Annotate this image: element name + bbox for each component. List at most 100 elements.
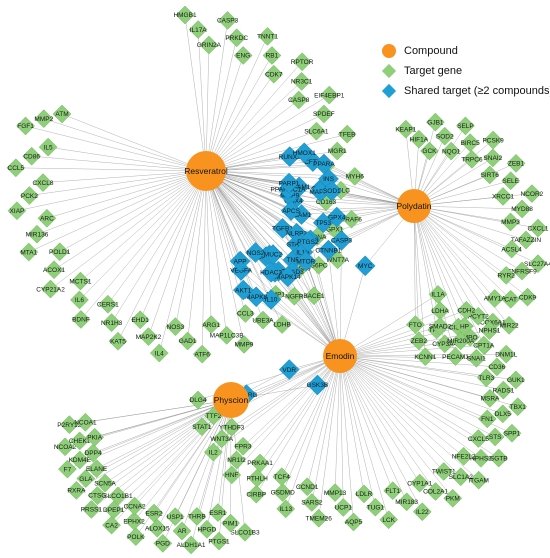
gene-bdnf-marker bbox=[71, 310, 91, 329]
gene-rptor-marker bbox=[292, 52, 312, 72]
edge-phy-pkia bbox=[94, 399, 232, 438]
gene-pgd-label: PGD bbox=[156, 541, 170, 548]
edge-emo-ldlr bbox=[339, 355, 365, 494]
gene-esr1-marker bbox=[208, 503, 228, 522]
gene-kdm4e-label: KDM4E bbox=[69, 457, 92, 464]
gene-mir200a-marker bbox=[451, 331, 471, 351]
gene-ldhb: LDHB bbox=[272, 315, 292, 334]
edge-emo-sts bbox=[339, 355, 496, 438]
legend-shared-target-label: Shared target (≥2 compounds) bbox=[404, 85, 550, 97]
gene-nfe2l2-label: NFE2L2 bbox=[452, 454, 476, 461]
edge-res-atm bbox=[61, 113, 207, 172]
gene-thrb: THRB bbox=[187, 507, 207, 526]
edge-emo-il22 bbox=[339, 355, 423, 512]
gene-mir22-label: MIR22 bbox=[499, 323, 519, 330]
gene-mmp9-label: MMP9 bbox=[235, 342, 254, 349]
gene-il2-label: IL2 bbox=[209, 449, 218, 456]
gene-xrcc1: XRCC1 bbox=[492, 187, 514, 206]
gene-ehd1-marker bbox=[130, 310, 150, 330]
shared-target-app-label: APP bbox=[234, 258, 247, 265]
gene-slc27a4: SLC27A4 bbox=[524, 254, 550, 274]
edge-emo-hnf bbox=[231, 355, 341, 476]
gene-il13: IL13 bbox=[276, 499, 296, 519]
shared-target-app: APP bbox=[229, 250, 251, 272]
gene-kdm4e: KDM4E bbox=[69, 450, 92, 470]
gene-rads1: RADS1 bbox=[493, 380, 515, 400]
edge-res-hmgb1 bbox=[184, 14, 207, 172]
gene-mcts1-marker bbox=[71, 271, 90, 291]
gene-il1a-marker bbox=[428, 284, 448, 304]
gene-col2a1-marker bbox=[426, 482, 445, 501]
gene-keap1: KEAP1 bbox=[395, 119, 417, 139]
gene-pgd-marker bbox=[153, 534, 173, 553]
gene-cd36-label: CD36 bbox=[489, 364, 506, 371]
shared-target-ptgs2-label: PTGS2 bbox=[297, 239, 319, 246]
gene-ephx2: EPHX2 bbox=[123, 511, 145, 531]
gene-cers1-marker bbox=[98, 294, 118, 314]
gene-casp8-label: CASP8 bbox=[288, 97, 310, 104]
edge-shared-hdac3-emo bbox=[270, 272, 341, 357]
gene-cirbp-marker bbox=[246, 484, 266, 504]
gene-il6: IL6 bbox=[70, 290, 89, 310]
gene-twist1-label: TWIST1 bbox=[432, 469, 456, 476]
shared-target-il10-label: IL10 bbox=[265, 297, 278, 304]
gene-kat5: KAT5 bbox=[108, 331, 128, 351]
shared-target-hmox1: HMOX1 bbox=[293, 142, 317, 164]
gene-il4: IL4 bbox=[149, 343, 169, 363]
gene-wnt3a: WNT3A bbox=[210, 429, 234, 449]
edge-pol-kcnn1 bbox=[413, 205, 426, 357]
gene-sars2-marker bbox=[302, 493, 322, 512]
gene-f7: F7 bbox=[58, 459, 77, 479]
shared-target-akt1-marker bbox=[232, 279, 254, 301]
edge-res-il6 bbox=[79, 170, 207, 301]
gene-tlr3-marker bbox=[476, 368, 496, 388]
gene-fn1-label: FN1 bbox=[481, 416, 494, 423]
gene-arc-marker bbox=[37, 208, 57, 228]
shared-target-hmox1-label: HMOX1 bbox=[293, 150, 317, 157]
edge-emo-gsdmd bbox=[282, 355, 341, 493]
gene-cpt1a-label: CPT1A bbox=[473, 342, 495, 349]
gene-scn5a-label: SCN5A bbox=[94, 480, 116, 487]
gene-mmp13-marker bbox=[325, 483, 345, 502]
compound-emodin-label: Emodin bbox=[326, 351, 355, 361]
gene-cirbp: CIRBP bbox=[246, 484, 266, 504]
edge-phy-hpgd bbox=[206, 399, 232, 530]
gene-cyp3a4-marker bbox=[435, 334, 455, 354]
gene-wnt3a-marker bbox=[212, 429, 232, 449]
gene-bace1: BACE1 bbox=[303, 286, 325, 306]
gene-keap1-marker bbox=[396, 119, 416, 139]
gene-pcsk9-label: PCSK9 bbox=[482, 137, 504, 144]
gene-stat1: STAT1 bbox=[192, 417, 212, 437]
gene-birc5-label: BIRC5 bbox=[461, 140, 481, 147]
edge-emo-prkaa1 bbox=[259, 355, 341, 464]
gene-nphs1-label: NPHS1 bbox=[479, 328, 501, 335]
gene-cxcl8-label: CXCL8 bbox=[33, 180, 54, 187]
shared-target-mtor-marker bbox=[295, 250, 317, 272]
edge-res-acox1 bbox=[53, 170, 207, 270]
gene-ncoa2: NCOA2 bbox=[54, 437, 77, 457]
gene-dpp4-label: DPP4 bbox=[85, 450, 102, 457]
gene-cers1: CERS1 bbox=[97, 294, 119, 314]
gene-fgf1: FGF1 bbox=[16, 116, 35, 136]
shared-target-hdac3-label: HDAC3 bbox=[260, 270, 282, 277]
gene-sars2-label: SARS2 bbox=[301, 500, 323, 507]
edge-pol-cox6a1 bbox=[413, 205, 494, 323]
edge-pol-cat bbox=[413, 205, 511, 300]
edge-res-mta1 bbox=[28, 170, 207, 253]
gene-dlg4-marker bbox=[188, 390, 208, 410]
shared-target-nos2-label: NOS2 bbox=[247, 250, 265, 257]
gene-gsdmd-label: GSDMD bbox=[271, 490, 296, 497]
gene-esr1-label: ESR1 bbox=[209, 510, 226, 517]
edge-res-map1lc3b bbox=[205, 170, 227, 336]
gene-mmp2: MMP2 bbox=[34, 109, 54, 129]
gene-pecam1-marker bbox=[446, 347, 465, 366]
gene-tnnt1-marker bbox=[258, 27, 277, 46]
gene-hpgd: HPGD bbox=[198, 519, 217, 539]
gene-spdef-label: SPDEF bbox=[313, 111, 335, 118]
edge-shared-vegfa-emo bbox=[240, 270, 341, 357]
edge-shared-apcs-pol bbox=[291, 205, 415, 211]
gene-guk1-marker bbox=[506, 370, 526, 390]
gene-kcnn1-label: KCNN1 bbox=[414, 354, 436, 361]
gene-pkm: PKM bbox=[443, 488, 463, 508]
gene-flt1: FLT1 bbox=[383, 481, 403, 501]
